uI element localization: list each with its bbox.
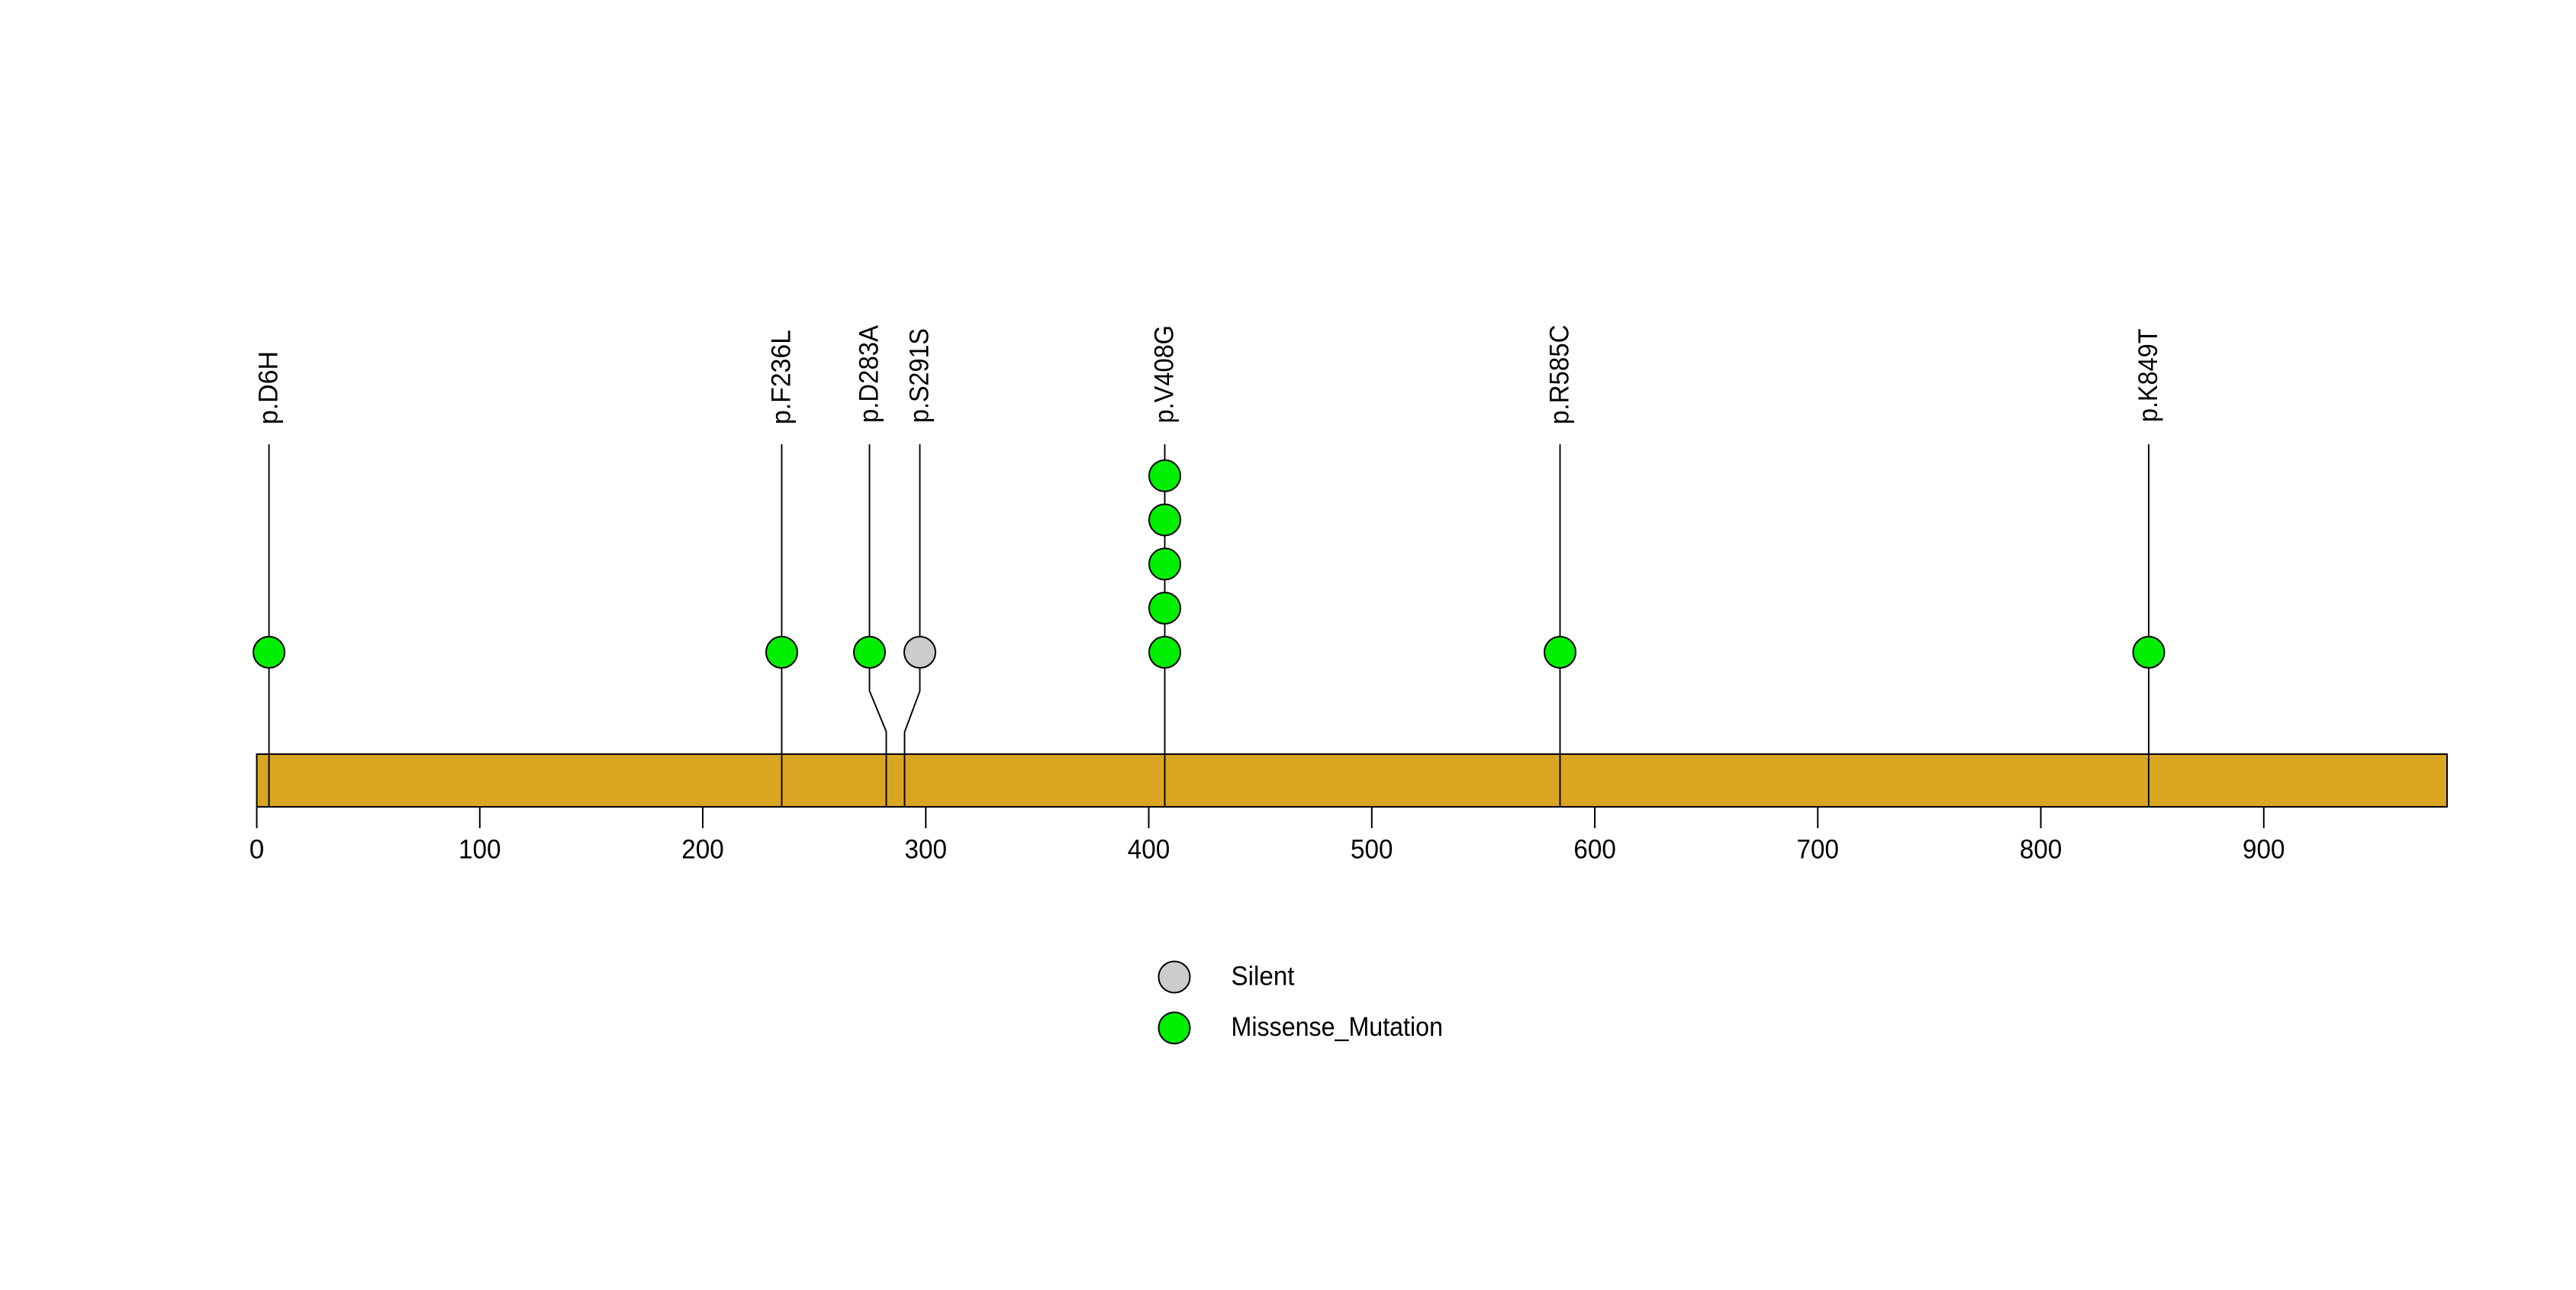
svg-text:p.K849T: p.K849T — [2133, 329, 2163, 423]
svg-text:500: 500 — [1351, 835, 1393, 865]
svg-text:200: 200 — [681, 835, 724, 865]
svg-text:600: 600 — [1573, 835, 1616, 865]
svg-text:p.F236L: p.F236L — [767, 330, 797, 424]
svg-text:p.R585C: p.R585C — [1545, 325, 1575, 425]
svg-text:p.D6H: p.D6H — [254, 351, 284, 424]
svg-text:700: 700 — [1797, 835, 1840, 865]
svg-text:p.D283A: p.D283A — [855, 324, 884, 423]
svg-text:900: 900 — [2243, 835, 2285, 865]
svg-text:100: 100 — [459, 835, 501, 865]
svg-text:300: 300 — [905, 835, 948, 865]
svg-text:800: 800 — [2020, 835, 2062, 865]
svg-text:Silent: Silent — [1232, 961, 1295, 992]
svg-text:p.S291S: p.S291S — [905, 328, 935, 423]
svg-text:0: 0 — [250, 835, 264, 865]
svg-text:p.V408G: p.V408G — [1150, 325, 1180, 424]
svg-text:Missense_Mutation: Missense_Mutation — [1232, 1011, 1444, 1042]
svg-text:400: 400 — [1128, 835, 1170, 865]
